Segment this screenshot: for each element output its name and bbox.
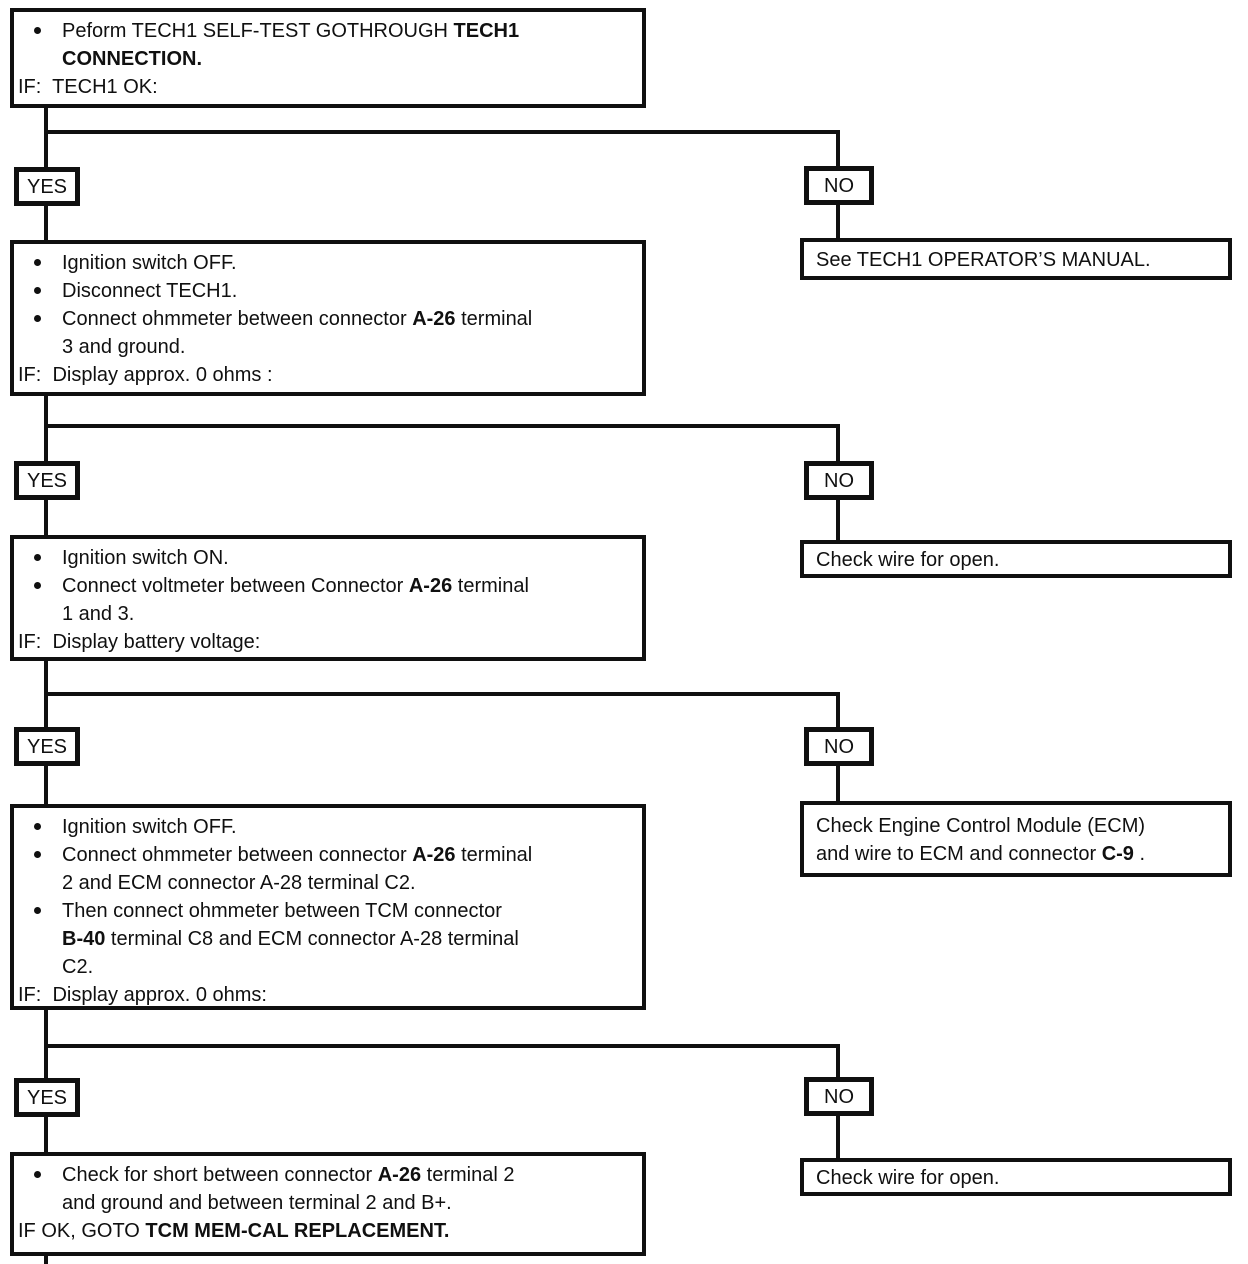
flow-line-no1-result1 [836, 202, 840, 242]
step-5-text: Check for short between connector A-26 t… [18, 1161, 634, 1245]
flow-line-yes2-step3 [44, 497, 48, 539]
flow-line-rail1-no1 [836, 130, 840, 170]
text-line: 2 and ECM connector A-28 terminal C2. [62, 872, 416, 894]
result-box-2: Check wire for open. [800, 540, 1232, 578]
step-2-text: Ignition switch OFF.Disconnect TECH1.Con… [18, 249, 634, 389]
yes-box-1: YES [14, 167, 80, 206]
flow-line-no2-result2 [836, 497, 840, 544]
flow-line-rail4-no4 [836, 1044, 840, 1081]
result-box-1: See TECH1 OPERATOR’S MANUAL. [800, 238, 1232, 280]
flow-line-step5-exit [44, 1254, 48, 1264]
text-line: Connect voltmeter between Connector A-26… [18, 572, 634, 600]
text-line: IF: Display approx. 0 ohms : [18, 364, 273, 386]
text-line: Check for short between connector A-26 t… [18, 1161, 634, 1189]
text-line: 3 and ground. [62, 336, 186, 358]
text-line: See TECH1 OPERATOR’S MANUAL. [816, 249, 1151, 271]
step-box-5: Check for short between connector A-26 t… [10, 1152, 646, 1256]
flow-line-step3-yes3 [44, 658, 48, 731]
yes-box-2: YES [14, 461, 80, 500]
no-box-1: NO [804, 166, 874, 205]
no-box-4: NO [804, 1077, 874, 1116]
bullet-icon [34, 582, 41, 589]
text-line: Check Engine Control Module (ECM) [816, 815, 1146, 837]
text-line: Check wire for open. [816, 549, 1000, 571]
result-1-text: See TECH1 OPERATOR’S MANUAL. [816, 246, 1216, 274]
text-line: and wire to ECM and connector C-9 . [816, 843, 1146, 865]
flow-line-no4-result4 [836, 1113, 840, 1162]
flow-line-no3-result3 [836, 763, 840, 805]
step-box-2: Ignition switch OFF.Disconnect TECH1.Con… [10, 240, 646, 396]
text-line: IF: Display approx. 0 ohms: [18, 984, 267, 1006]
flow-line-yes4-step5 [44, 1114, 48, 1156]
flow-line-yes1-step2 [44, 203, 48, 244]
text-line: Then connect ohmmeter between TCM connec… [18, 897, 634, 925]
flow-rail-4 [44, 1044, 840, 1048]
flow-rail-2 [44, 424, 840, 428]
bullet-icon [34, 287, 41, 294]
bullet-icon [34, 907, 41, 914]
flow-line-rail3-no3 [836, 692, 840, 731]
step-box-4: Ignition switch OFF.Connect ohmmeter bet… [10, 804, 646, 1010]
text-line: B-40 terminal C8 and ECM connector A-28 … [62, 928, 519, 950]
flow-line-rail2-no2 [836, 424, 840, 465]
text-line: Connect ohmmeter between connector A-26 … [18, 305, 634, 333]
text-line: 1 and 3. [62, 603, 135, 625]
result-box-3: Check Engine Control Module (ECM) and wir… [800, 801, 1232, 877]
flow-rail-3 [44, 692, 840, 696]
no-box-3: NO [804, 727, 874, 766]
text-line: Check wire for open. [816, 1167, 1000, 1189]
bullet-icon [34, 1171, 41, 1178]
result-3-text: Check Engine Control Module (ECM) and wir… [816, 812, 1216, 868]
bullet-icon [34, 27, 41, 34]
text-line: Connect ohmmeter between connector A-26 … [18, 841, 634, 869]
text-line: Ignition switch OFF. [18, 813, 634, 841]
no-box-2: NO [804, 461, 874, 500]
text-line: CONNECTION. [62, 48, 202, 70]
step-4-text: Ignition switch OFF.Connect ohmmeter bet… [18, 813, 634, 1009]
text-line: Peform TECH1 SELF-TEST GOTHROUGH TECH1 [18, 17, 634, 45]
text-line: IF: TECH1 OK: [18, 76, 158, 98]
yes-box-3: YES [14, 727, 80, 766]
text-line: IF: Display battery voltage: [18, 631, 261, 653]
text-line: Ignition switch ON. [18, 544, 634, 572]
text-line: Disconnect TECH1. [18, 277, 634, 305]
step-3-text: Ignition switch ON.Connect voltmeter bet… [18, 544, 634, 656]
bullet-icon [34, 315, 41, 322]
bullet-icon [34, 554, 41, 561]
text-line: Ignition switch OFF. [18, 249, 634, 277]
flow-line-step4-yes4 [44, 1006, 48, 1082]
step-box-3: Ignition switch ON.Connect voltmeter bet… [10, 535, 646, 661]
text-line: IF OK, GOTO TCM MEM-CAL REPLACEMENT. [18, 1220, 450, 1242]
bullet-icon [34, 823, 41, 830]
text-line: and ground and between terminal 2 and B+… [62, 1192, 452, 1214]
bullet-icon [34, 851, 41, 858]
bullet-icon [34, 259, 41, 266]
flow-line-yes3-step4 [44, 763, 48, 808]
text-line: C2. [62, 956, 94, 978]
yes-box-4: YES [14, 1078, 80, 1117]
result-box-4: Check wire for open. [800, 1158, 1232, 1196]
result-2-text: Check wire for open. [816, 546, 1216, 574]
flow-line-step2-yes2 [44, 393, 48, 465]
flow-rail-1 [44, 130, 840, 134]
flow-line-step1-yes1 [44, 104, 48, 172]
result-4-text: Check wire for open. [816, 1164, 1216, 1192]
